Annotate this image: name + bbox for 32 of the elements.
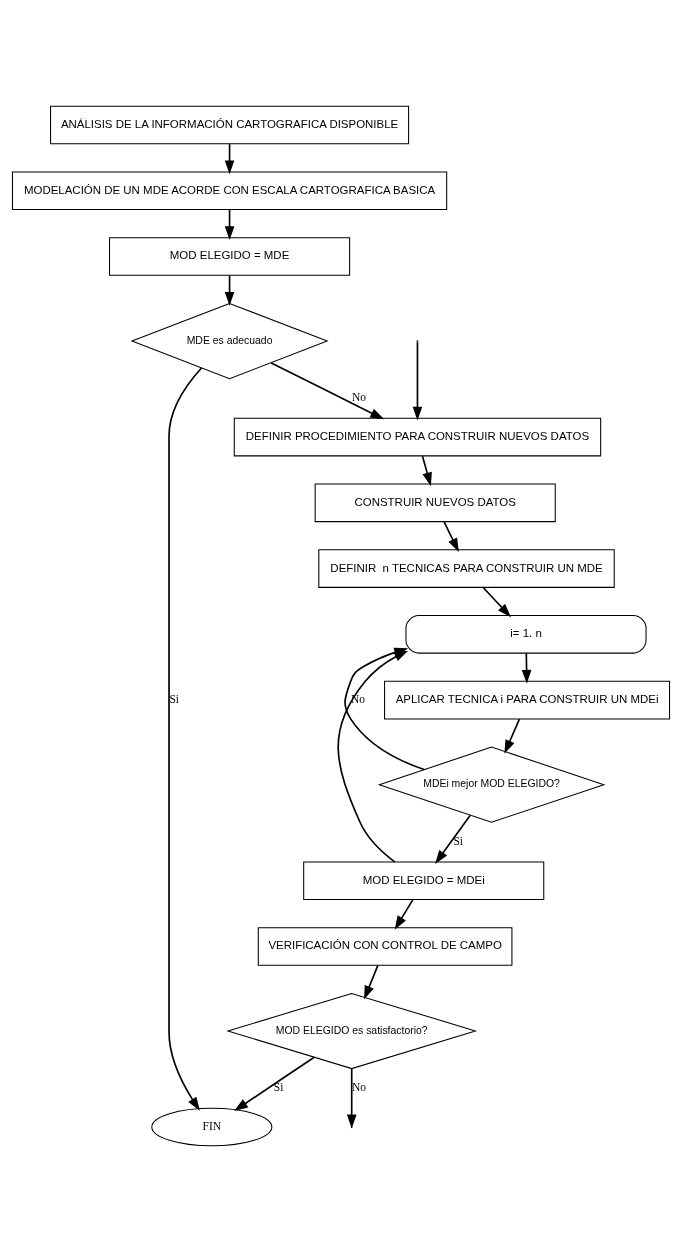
arrow: [337, 650, 409, 863]
node-box: CONSTRUIR NUEVOS DATOS: [314, 483, 556, 522]
node-ellipse: FIN: [151, 1107, 273, 1146]
node-box: DEFINIR PROCEDIMIENTO PARA CONSTRUIR NUEVOS DATOS: [233, 417, 602, 456]
node-box: APLICAR TECNICA i PARA CONSTRUIR UN MDEi: [384, 680, 671, 719]
arrow: [394, 898, 414, 930]
arrow: [482, 586, 512, 617]
node-diamond: MDE es adecuado: [130, 302, 329, 379]
node-box: MODELACIÓN DE UN MDE ACORDE CON ESCALA CARTOGRAFICA BASICA: [11, 170, 448, 210]
arrow: [346, 1067, 357, 1128]
arrow: [168, 366, 203, 1111]
edge-label: No: [351, 390, 367, 403]
node-box: DEFINIR n TECNICAS PARA CONSTRUIR UN MDE: [318, 548, 615, 588]
edge-label: Si: [169, 692, 180, 705]
node-box: ANÁLISIS DE LA INFORMACIÓN CARTOGRAFICA DISPONIBLE: [50, 105, 410, 144]
edge-label: Si: [453, 834, 463, 847]
arrow: [270, 361, 385, 419]
arrow: [504, 717, 521, 754]
arrow: [364, 964, 379, 999]
arrow: [435, 814, 471, 864]
node-box: MOD ELEGIDO = MDEi: [303, 860, 545, 900]
arrow: [421, 454, 432, 486]
node-box: MOD ELEGIDO = MDE: [109, 236, 351, 276]
node-box: VERIFICACIÓN CON CONTROL DE CAMPO: [257, 926, 513, 966]
arrow: [443, 520, 459, 552]
edge-label: Si: [273, 1080, 284, 1093]
node-box: i= 1. n: [405, 614, 647, 654]
edge-label: No: [351, 1080, 367, 1093]
arrow: [412, 340, 423, 420]
node-diamond: MOD ELEGIDO es satisfactorio?: [226, 992, 478, 1069]
node-diamond: MDEi mejor MOD ELEGIDO?: [377, 746, 606, 823]
arrow: [234, 1055, 316, 1111]
